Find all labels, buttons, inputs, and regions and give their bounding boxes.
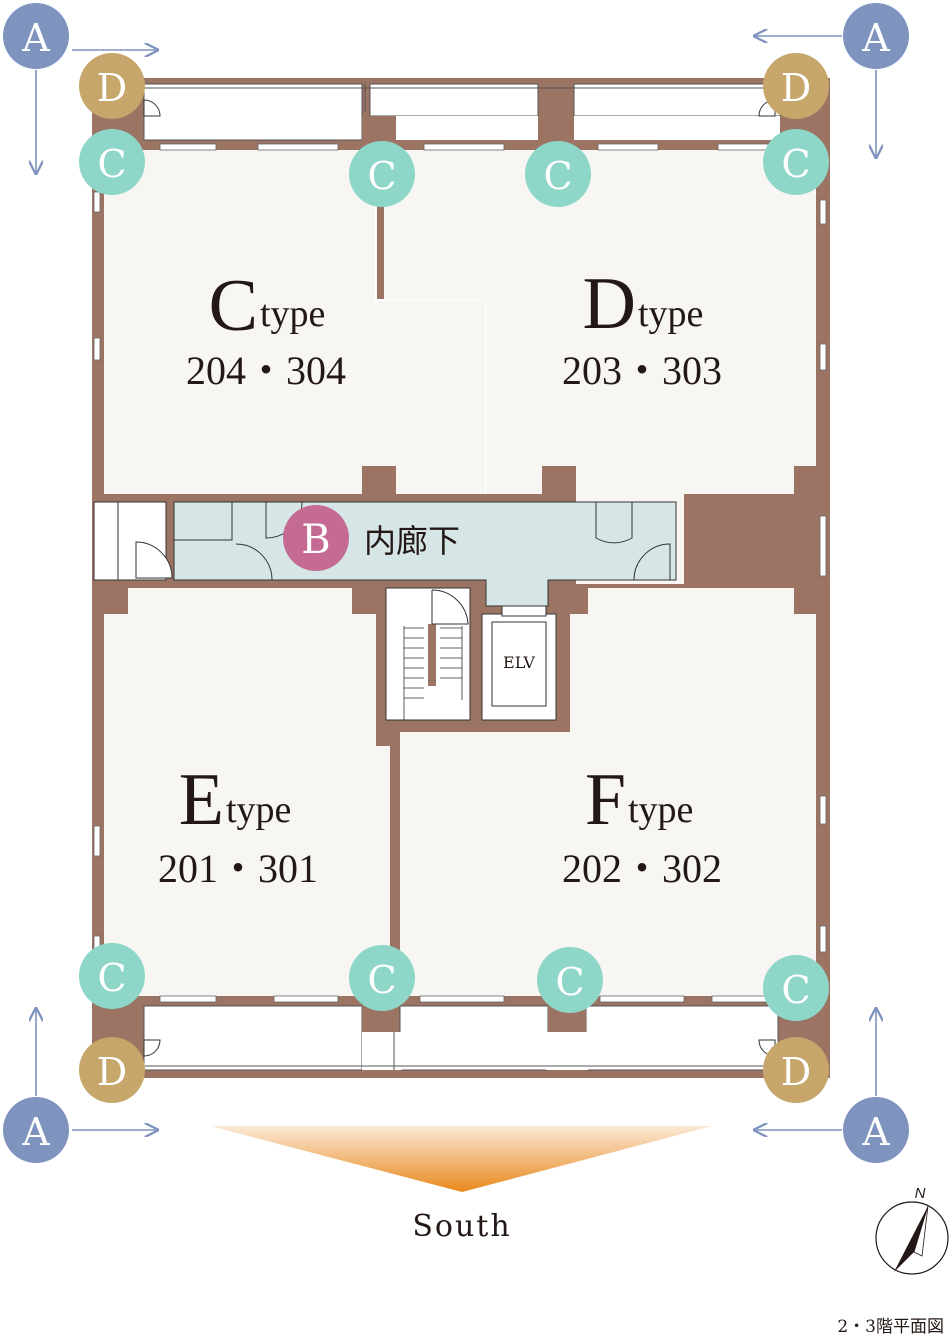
unit-e-label: E type 201・301	[158, 759, 318, 891]
marker-c-letter: C	[97, 142, 126, 186]
unit-f-rooms: 202・302	[562, 846, 722, 891]
marker-c-letter: C	[367, 958, 396, 1002]
unit-f-room	[400, 588, 816, 996]
unit-c-label: C type 204・304	[186, 265, 346, 393]
windows	[93, 143, 827, 1003]
marker-c-letter: C	[781, 968, 810, 1012]
south-arrow	[210, 1126, 712, 1192]
svg-text:C: C	[209, 265, 258, 347]
unit-d-room	[384, 150, 816, 584]
marker-c-letter: C	[97, 956, 126, 1000]
marker-c-bottom-2: C	[349, 945, 415, 1011]
marker-d-letter: D	[97, 66, 127, 110]
view-arrows	[36, 36, 876, 1130]
marker-c-bottom-4: C	[763, 955, 829, 1021]
marker-c-letter: C	[543, 154, 572, 198]
unit-e-room	[104, 588, 390, 996]
marker-d-bottom-left: D	[79, 1037, 145, 1103]
marker-c-bottom-3: C	[537, 947, 603, 1013]
unit-f-label: F type 202・302	[562, 759, 722, 891]
marker-d-letter: D	[781, 1050, 811, 1094]
marker-a-top-left: A	[3, 3, 69, 69]
elevator-label: ELV	[503, 653, 535, 672]
floor-caption: 2・3階平面図	[837, 1317, 944, 1337]
marker-c-top-2: C	[349, 141, 415, 207]
south-label: South	[412, 1209, 511, 1244]
unit-c-letter: C	[209, 265, 258, 347]
marker-a-letter: A	[21, 16, 50, 60]
corridor-marker-letter: B	[301, 517, 330, 563]
north-balcony	[143, 83, 781, 141]
svg-text:D: D	[583, 263, 636, 345]
marker-c-letter: C	[367, 154, 396, 198]
marker-a-bottom-left: A	[3, 1097, 69, 1163]
unit-f-letter: F	[585, 759, 626, 841]
marker-c-top-3: C	[525, 141, 591, 207]
svg-text:E: E	[179, 759, 224, 841]
marker-a-bottom-right: A	[843, 1097, 909, 1163]
stair-core	[385, 587, 471, 721]
marker-d-letter: D	[97, 1050, 127, 1094]
corridor-label: 内廊下	[364, 522, 460, 560]
unit-e-letter: E	[179, 759, 224, 841]
unit-e-suffix: type	[226, 789, 291, 831]
unit-f-suffix: type	[628, 789, 693, 831]
svg-text:type: type	[226, 789, 291, 831]
marker-a-letter: A	[21, 1110, 50, 1154]
marker-c-top-4: C	[763, 129, 829, 195]
compass-icon: N	[875, 1185, 949, 1275]
svg-text:type: type	[628, 789, 693, 831]
marker-a-top-right: A	[843, 3, 909, 69]
marker-d-bottom-right: D	[763, 1037, 829, 1103]
marker-a-letter: A	[861, 16, 890, 60]
svg-text:type: type	[638, 293, 703, 335]
unit-d-rooms: 203・303	[562, 348, 722, 393]
marker-d-letter: D	[781, 66, 811, 110]
compass-north-label: N	[915, 1185, 926, 1202]
unit-e-rooms: 201・301	[158, 846, 318, 891]
marker-c-letter: C	[781, 142, 810, 186]
south-balcony	[143, 1005, 780, 1071]
marker-c-top-1: C	[79, 129, 145, 195]
unit-c-suffix: type	[260, 293, 325, 335]
svg-text:type: type	[260, 293, 325, 335]
marker-c-letter: C	[555, 960, 584, 1004]
marker-d-top-right: D	[763, 53, 829, 119]
marker-a-letter: A	[861, 1110, 890, 1154]
unit-d-label: D type 203・303	[562, 263, 722, 393]
unit-d-letter: D	[583, 263, 636, 345]
marker-c-bottom-1: C	[79, 943, 145, 1009]
corridor-marker: B	[283, 505, 349, 571]
elevator: ELV	[481, 605, 557, 721]
marker-d-top-left: D	[79, 53, 145, 119]
unit-d-suffix: type	[638, 293, 703, 335]
unit-c-rooms: 204・304	[186, 348, 346, 393]
svg-text:F: F	[585, 759, 626, 841]
